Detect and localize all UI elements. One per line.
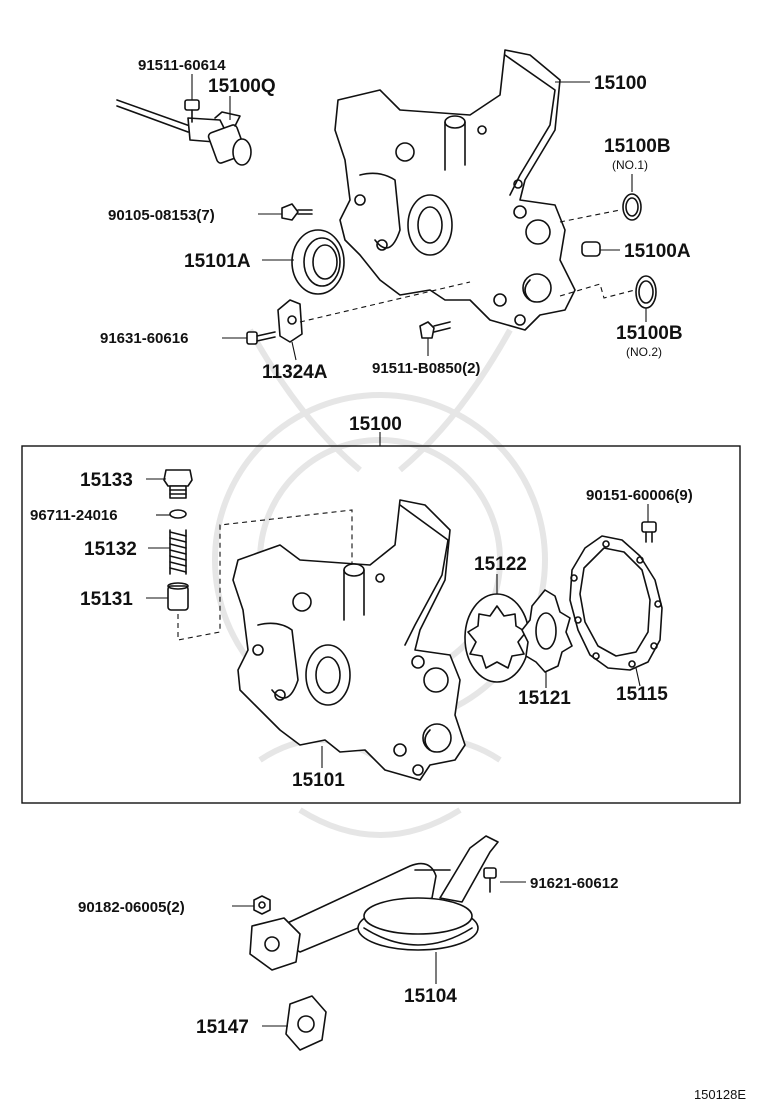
part-label: 15147: [196, 1017, 249, 1038]
o-ring-15100B-no1: [622, 193, 642, 221]
plug-15100A: [581, 241, 601, 257]
bolt-90105-08153: [281, 203, 313, 221]
pump-cover-15115: [569, 535, 663, 671]
screw-90151-60006: [641, 521, 657, 543]
plug-15133: [163, 469, 193, 499]
part-label: 15121: [518, 688, 571, 709]
gasket-96711-24016: [169, 509, 187, 519]
part-label: 15132: [84, 539, 137, 560]
part-label: 15131: [80, 589, 133, 610]
pump-assembly-box: [21, 445, 741, 804]
oil-seal-15101A: [291, 229, 345, 295]
part-label: 15122: [474, 554, 527, 575]
part-label: 11324A: [262, 362, 328, 383]
part-label: 90182-06005(2): [78, 899, 185, 916]
oil-pump-assembly-top: [334, 49, 576, 331]
guide-line: [299, 281, 471, 323]
part-label: 96711-24016: [30, 507, 118, 524]
figure-code: 150128E: [693, 1087, 746, 1102]
part-label: 15115: [616, 684, 668, 705]
bolt-91621-60612: [483, 867, 497, 893]
outer-rotor-15122: [464, 593, 530, 683]
bolt-91631-60616: [246, 331, 276, 345]
part-label: 15104: [404, 986, 457, 1007]
part-label: 15100B: [604, 136, 671, 157]
guide-line: [559, 209, 621, 223]
part-label: 91621-60612: [530, 875, 618, 892]
part-note: (NO.1): [612, 158, 648, 172]
inner-rotor-15121: [521, 589, 573, 673]
leader-line: [291, 341, 297, 361]
spring-15132: [169, 529, 187, 575]
part-label: 15101: [292, 770, 345, 791]
valve-15131: [167, 582, 189, 611]
oil-strainer-15104: [249, 835, 499, 971]
part-label: 15100: [594, 73, 647, 94]
clamp-11324A: [277, 299, 303, 343]
pump-body-15101: [232, 499, 466, 781]
gasket-15147: [285, 995, 327, 1051]
part-label: 91511-60614: [138, 57, 226, 74]
part-label: 15100: [349, 414, 402, 435]
part-label: 91631-60616: [100, 330, 188, 347]
part-label: 90151-60006(9): [586, 487, 693, 504]
part-label: 90105-08153(7): [108, 207, 215, 224]
bolt-91511-B0850: [419, 321, 451, 339]
nut-90182-06005: [253, 895, 271, 915]
guide-line: [177, 509, 353, 641]
part-label: 91511-B0850(2): [372, 360, 480, 377]
cam-position-sensor-15100Q: [116, 99, 252, 166]
part-label: 15100Q: [208, 76, 276, 97]
part-label: 15101A: [184, 251, 251, 272]
part-note: (NO.2): [626, 345, 662, 359]
part-label: 15100B: [616, 323, 683, 344]
leader-line: [635, 667, 641, 687]
part-label: 15100A: [624, 241, 691, 262]
guide-line: [559, 283, 636, 299]
part-label: 15133: [80, 470, 133, 491]
o-ring-15100B-no2: [635, 275, 657, 309]
